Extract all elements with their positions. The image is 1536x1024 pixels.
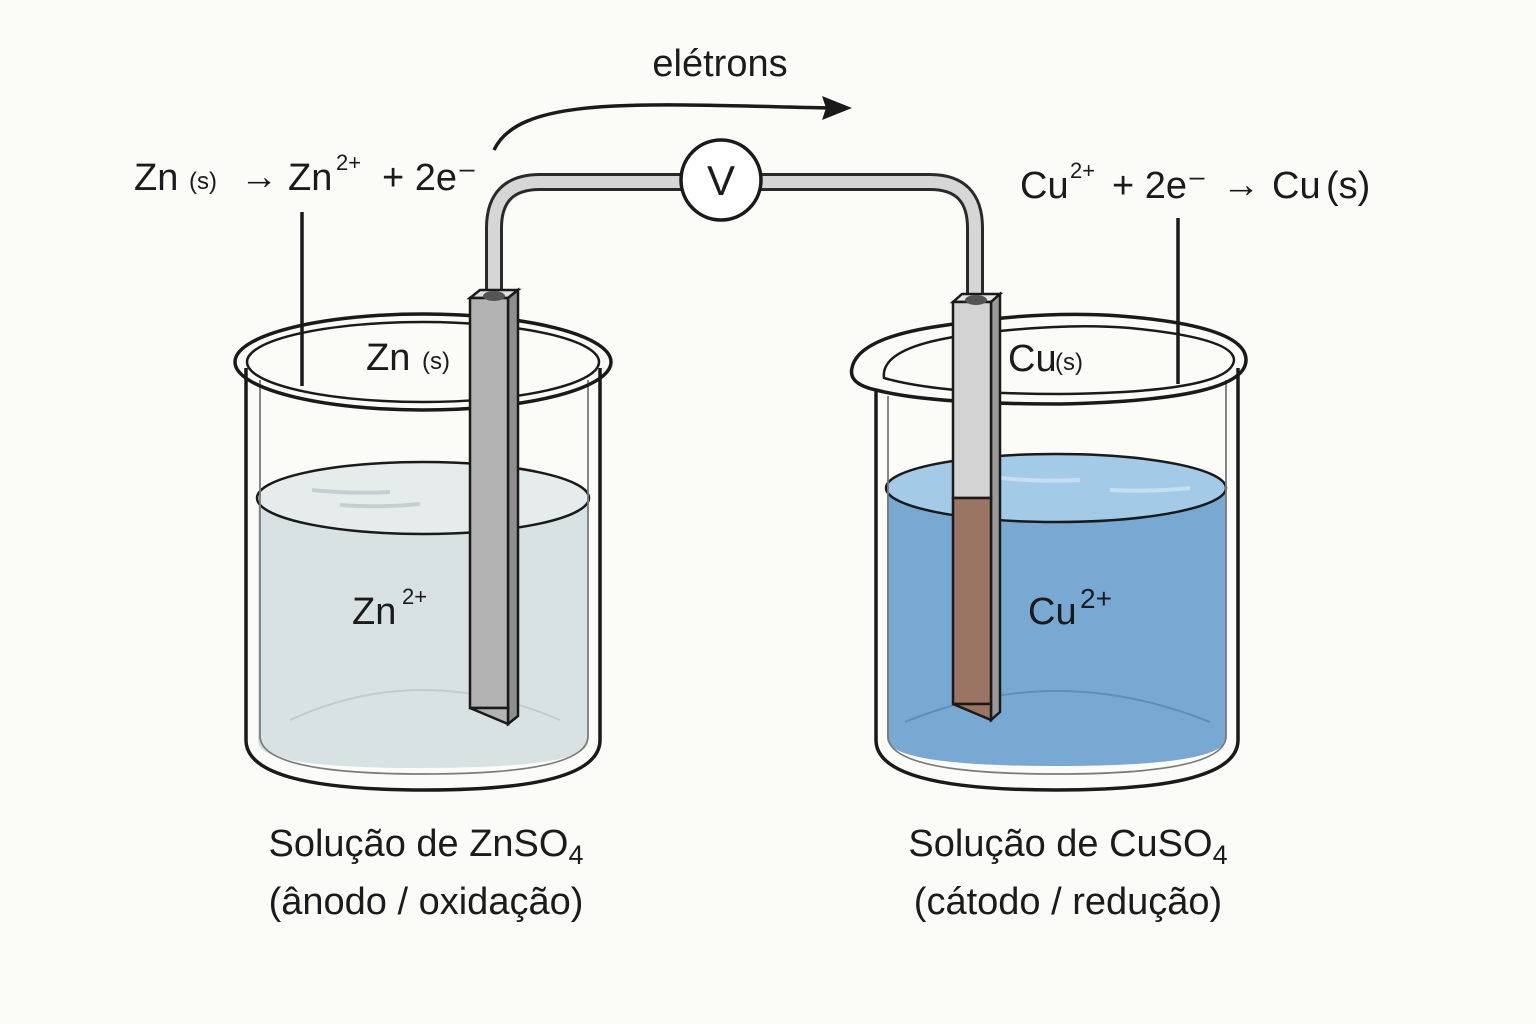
cathode-reaction: Cu 2+ + 2e⁻ → Cu (s): [1020, 158, 1370, 207]
anode-product: Zn: [288, 157, 332, 199]
anode-caption-line1: Solução de ZnSO: [269, 823, 569, 865]
cathode-caption-line1: Solução de CuSO: [908, 823, 1212, 865]
cu-beaker: [849, 312, 1248, 792]
anode-caption: Solução de ZnSO4 (ânodo / oxidação): [269, 823, 584, 923]
anode-product-charge: 2+: [336, 150, 361, 175]
anode-caption-subscript: 4: [568, 840, 583, 870]
svg-text:Cu: Cu: [1028, 591, 1077, 633]
electron-flow-arrowhead: [822, 96, 852, 120]
zn-beaker: [233, 312, 613, 792]
cathode-caption: Solução de CuSO4 (cátodo / redução): [908, 823, 1227, 923]
svg-text:2+: 2+: [1080, 583, 1112, 614]
wire-right: [758, 173, 984, 298]
svg-text:Cu: Cu: [1008, 338, 1057, 380]
zn-ion-label: Zn 2+: [352, 584, 427, 633]
copper-metal: [951, 496, 993, 706]
electron-flow-arrow: [492, 103, 831, 151]
zn-solution: [258, 500, 588, 768]
anode-reactant-state: (s): [189, 168, 217, 195]
cathode-product: Cu: [1272, 165, 1321, 207]
copper-electrode: [949, 291, 1004, 723]
cu-ion-label: Cu 2+: [1028, 583, 1112, 633]
cathode-product-state: (s): [1326, 165, 1370, 207]
svg-text:2+: 2+: [402, 584, 427, 609]
zn-electrode-label: Zn (s): [366, 337, 450, 379]
voltmeter-symbol: V: [707, 157, 735, 204]
electrons-label: elétrons: [652, 43, 787, 85]
svg-text:(s): (s): [422, 348, 450, 375]
svg-text:Solução de CuSO4: Solução de CuSO4: [908, 823, 1227, 870]
cathode-caption-subscript: 4: [1213, 840, 1228, 870]
cathode-reactant: Cu: [1020, 165, 1069, 207]
cathode-reaction-arrow: →: [1222, 164, 1260, 206]
anode-caption-line2: (ânodo / oxidação): [269, 881, 584, 923]
zinc-electrode: [466, 287, 522, 727]
svg-text:Zn: Zn: [352, 591, 396, 633]
cathode-electrons: + 2e⁻: [1112, 165, 1207, 207]
svg-text:(s): (s): [1055, 349, 1083, 376]
anode-electrons: + 2e⁻: [382, 157, 477, 199]
cathode-caption-line2: (cátodo / redução): [914, 881, 1222, 923]
wire-left: [485, 173, 684, 298]
anode-reaction-arrow: →: [240, 156, 278, 198]
anode-reaction: Zn (s) → Zn 2+ + 2e⁻: [134, 150, 477, 199]
voltmeter: V: [679, 138, 763, 222]
anode-reactant: Zn: [134, 157, 178, 199]
cu-electrode-label: Cu (s): [1008, 338, 1083, 380]
svg-text:Solução de ZnSO4: Solução de ZnSO4: [269, 823, 584, 870]
cathode-reactant-charge: 2+: [1070, 158, 1095, 183]
svg-text:Zn: Zn: [366, 337, 410, 379]
